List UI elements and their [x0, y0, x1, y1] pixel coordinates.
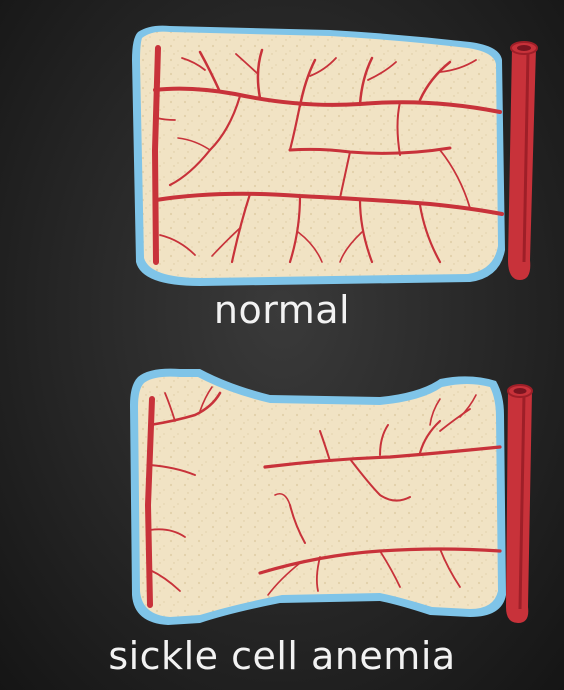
bone-body	[138, 377, 498, 617]
sickle-cell-bone-panel	[0, 355, 564, 640]
normal-bone-panel	[0, 0, 564, 290]
main-blood-vessel	[506, 385, 532, 623]
main-blood-vessel	[508, 42, 537, 280]
label-normal: normal	[0, 288, 564, 332]
label-sickle-cell-anemia: sickle cell anemia	[0, 634, 564, 678]
